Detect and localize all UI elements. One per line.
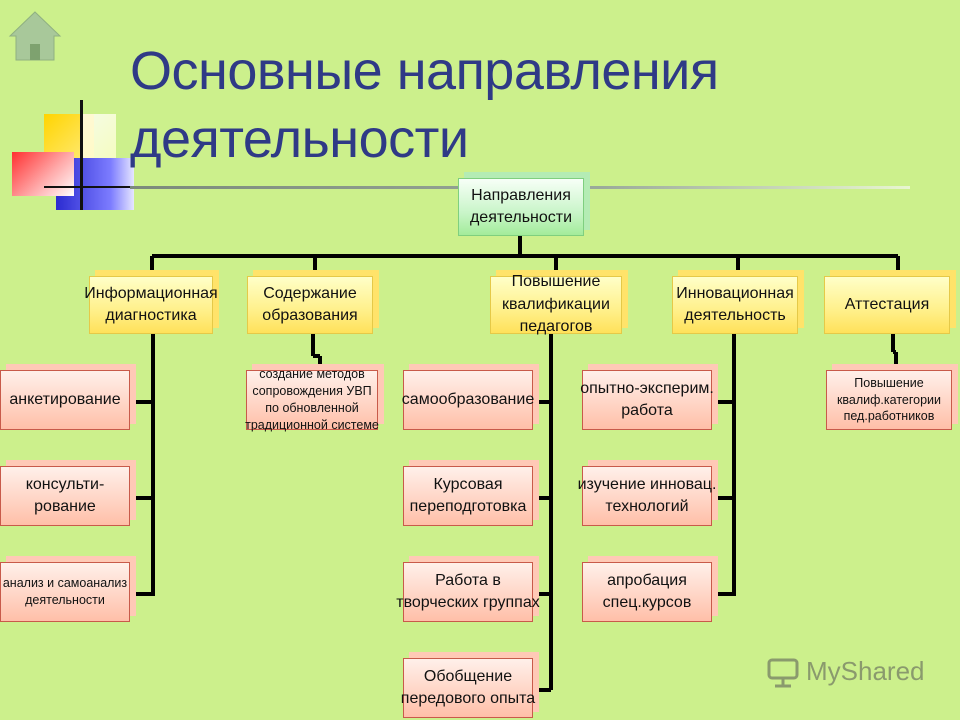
presentation-icon [767, 658, 799, 688]
watermark-text: MyShared [806, 655, 925, 686]
node-consulting: консульти-рование [0, 466, 130, 526]
node-experimental-work: опытно-эксперим.работа [580, 370, 714, 430]
home-icon[interactable] [8, 10, 62, 62]
node-questionnaire: анкетирование [0, 370, 130, 430]
node-innovation-study: изучение инновац.технологий [578, 466, 716, 526]
node-self-education: самообразование [402, 370, 534, 430]
node-attestation: Аттестация [824, 276, 950, 334]
page-title-line1: Основные направления [130, 41, 719, 101]
watermark: MyShared [766, 654, 925, 688]
page-title-line2: деятельности [130, 109, 469, 169]
decor-squares [10, 100, 140, 215]
